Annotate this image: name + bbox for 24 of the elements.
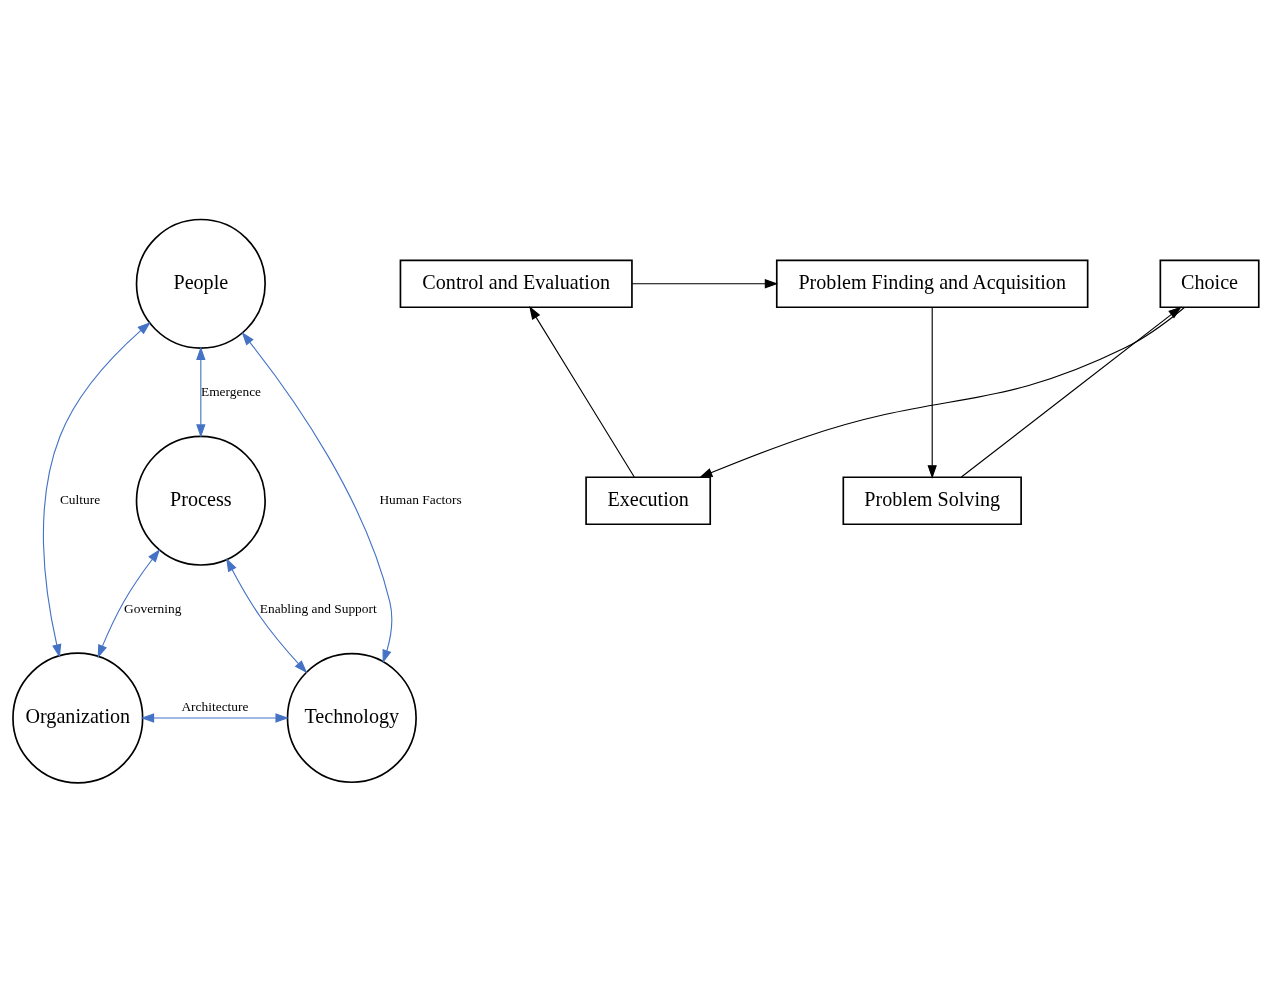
arrow xyxy=(241,331,393,663)
arrow xyxy=(140,712,289,723)
edge-label: Governing xyxy=(124,600,182,616)
node-box: Control and Evaluation xyxy=(399,258,633,308)
edge-label: Architecture xyxy=(181,698,249,714)
arrow xyxy=(226,557,308,673)
node-box: Choice xyxy=(1159,258,1260,308)
node-box: Execution xyxy=(585,475,712,525)
arrow xyxy=(960,305,1182,478)
node-circle: Organization xyxy=(12,651,144,784)
node-box: Problem Solving xyxy=(842,475,1022,525)
node-box: Problem Finding and Acquisition xyxy=(775,258,1089,308)
edge-label: Culture xyxy=(59,491,101,507)
edge-label: Enabling and Support xyxy=(259,600,377,616)
edge-label: Human Factors xyxy=(379,491,462,507)
arrow xyxy=(97,548,161,658)
arrow xyxy=(196,345,206,438)
arrow xyxy=(529,305,635,478)
arrow xyxy=(42,321,151,658)
node-circle: Technology xyxy=(286,652,417,783)
arrow xyxy=(631,278,779,288)
edge-label: Emergence xyxy=(201,383,262,399)
arrow xyxy=(927,306,937,479)
arrow xyxy=(699,306,1185,478)
